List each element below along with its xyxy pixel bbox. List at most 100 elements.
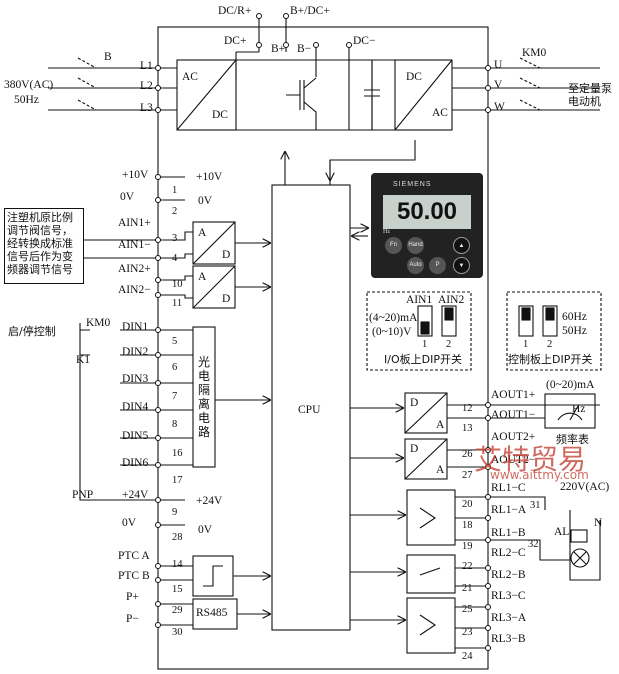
- label-breaker: B: [104, 51, 112, 63]
- terminal-9: 9: [172, 507, 178, 518]
- label-aout1m: AOUT1−: [491, 409, 536, 421]
- label-al: AL: [554, 526, 570, 538]
- label-din2: DIN2: [122, 346, 149, 358]
- label-0v-b-in: 0V: [198, 524, 213, 536]
- terminal-26: 26: [462, 449, 473, 460]
- dip-io-v: (0~10)V: [372, 326, 412, 338]
- inverter-frame: [157, 26, 489, 670]
- panel-key-auto[interactable]: Auto: [407, 257, 424, 274]
- label-k1: K1: [76, 354, 91, 366]
- panel-hz: Hz: [383, 229, 390, 235]
- label-rl1a: RL1−A: [491, 504, 527, 516]
- terminal-29: 29: [172, 605, 183, 616]
- label-din5: DIN5: [122, 430, 149, 442]
- label-dc-r-plus: DC/R+: [218, 5, 252, 17]
- rs485-label: RS485: [196, 607, 228, 619]
- label-b-plus: B+: [271, 43, 286, 55]
- dip-io-ma: (4~20)mA: [369, 312, 418, 324]
- panel-key-down-icon[interactable]: ▼: [453, 257, 470, 274]
- label-aout1p: AOUT1+: [491, 389, 536, 401]
- label-v: V: [494, 79, 503, 91]
- rectifier-block: [176, 59, 237, 131]
- label-b-minus: B−: [297, 43, 312, 55]
- inverter-ac: AC: [432, 107, 448, 119]
- label-supply-freq: 50Hz: [14, 94, 39, 106]
- da1-a: A: [436, 419, 445, 431]
- label-rl2c: RL2−C: [491, 547, 526, 559]
- dip-io-s1: 1: [422, 339, 428, 350]
- dip-io-ain1: AIN1: [406, 294, 433, 306]
- label-n: N: [594, 517, 603, 529]
- panel-display: 50.00: [383, 195, 471, 229]
- label-din3: DIN3: [122, 373, 149, 385]
- terminal-31: 31: [530, 500, 541, 511]
- label-ptcb: PTC B: [118, 570, 150, 582]
- terminal-8: 8: [172, 419, 178, 430]
- label-ain2m: AIN2−: [118, 284, 151, 296]
- label-l2: L2: [140, 80, 153, 92]
- label-pnp: PNP: [72, 489, 94, 501]
- panel-key-hand[interactable]: Hand: [407, 237, 424, 254]
- label-rl3c: RL3−C: [491, 590, 526, 602]
- panel-brand: SIEMENS: [393, 181, 432, 188]
- dip-io-caption: I/O板上DIP开关: [384, 353, 462, 366]
- terminal-12: 12: [462, 403, 473, 414]
- dip-ctrl-s2: 2: [547, 339, 553, 350]
- terminal-30: 30: [172, 627, 183, 638]
- panel-key-p[interactable]: P: [429, 257, 446, 274]
- terminal-10: 10: [172, 279, 183, 290]
- ad2-d: D: [222, 293, 231, 305]
- label-km0-in: KM0: [86, 317, 111, 329]
- panel-key-up-icon[interactable]: ▲: [453, 237, 470, 254]
- terminal-14: 14: [172, 559, 183, 570]
- terminal-4: 4: [172, 253, 178, 264]
- terminal-3: 3: [172, 233, 178, 244]
- label-rl1c: RL1−C: [491, 482, 526, 494]
- terminal-18: 18: [462, 520, 473, 531]
- rectifier-ac: AC: [182, 71, 198, 83]
- label-din1: DIN1: [122, 321, 149, 333]
- label-l3: L3: [140, 102, 153, 114]
- terminal-32: 32: [528, 539, 539, 550]
- label-p24v-in: +24V: [196, 495, 223, 507]
- watermark-url: www.aittmy.com: [490, 468, 589, 482]
- label-aout2p: AOUT2+: [491, 431, 536, 443]
- label-ain1p: AIN1+: [118, 217, 151, 229]
- meter-range: (0~20)mA: [546, 379, 595, 391]
- dip-ctrl-caption: 控制板上DIP开关: [508, 353, 593, 366]
- label-rl1b: RL1−B: [491, 527, 526, 539]
- terminal-19: 19: [462, 541, 473, 552]
- terminal-27: 27: [462, 470, 473, 481]
- label-aout2m: AOUT2−: [491, 454, 536, 466]
- label-w: W: [494, 101, 505, 113]
- inverter-dc: DC: [406, 71, 422, 83]
- label-0v: 0V: [120, 191, 135, 203]
- label-din6: DIN6: [122, 457, 149, 469]
- dip-ctrl-s1: 1: [523, 339, 529, 350]
- label-0v-in: 0V: [198, 195, 213, 207]
- label-km0-out: KM0: [522, 47, 547, 59]
- terminal-2: 2: [172, 206, 178, 217]
- label-din4: DIN4: [122, 401, 149, 413]
- label-pplus: P+: [126, 591, 139, 603]
- terminal-23: 23: [462, 627, 473, 638]
- io-dip-box: [366, 291, 472, 371]
- operator-panel: SIEMENS 50.00 Hz Fn Hand ▲ Auto P ▼: [371, 173, 483, 278]
- label-supply-voltage: 380V(AC): [4, 79, 54, 91]
- label-ain1m: AIN1−: [118, 239, 151, 251]
- label-ain2p: AIN2+: [118, 263, 151, 275]
- label-p10v: +10V: [122, 169, 149, 181]
- da1-d: D: [410, 397, 419, 409]
- da2-d: D: [410, 443, 419, 455]
- label-220vac: 220V(AC): [560, 481, 610, 493]
- inverter-block: [394, 59, 453, 131]
- terminal-7: 7: [172, 391, 178, 402]
- ad2-a: A: [198, 271, 207, 283]
- terminal-16: 16: [172, 448, 183, 459]
- label-rl3a: RL3−A: [491, 612, 527, 624]
- terminal-1: 1: [172, 185, 178, 196]
- label-dc-minus: DC−: [353, 35, 376, 47]
- terminal-22: 22: [462, 561, 473, 572]
- panel-key-fn[interactable]: Fn: [385, 237, 402, 254]
